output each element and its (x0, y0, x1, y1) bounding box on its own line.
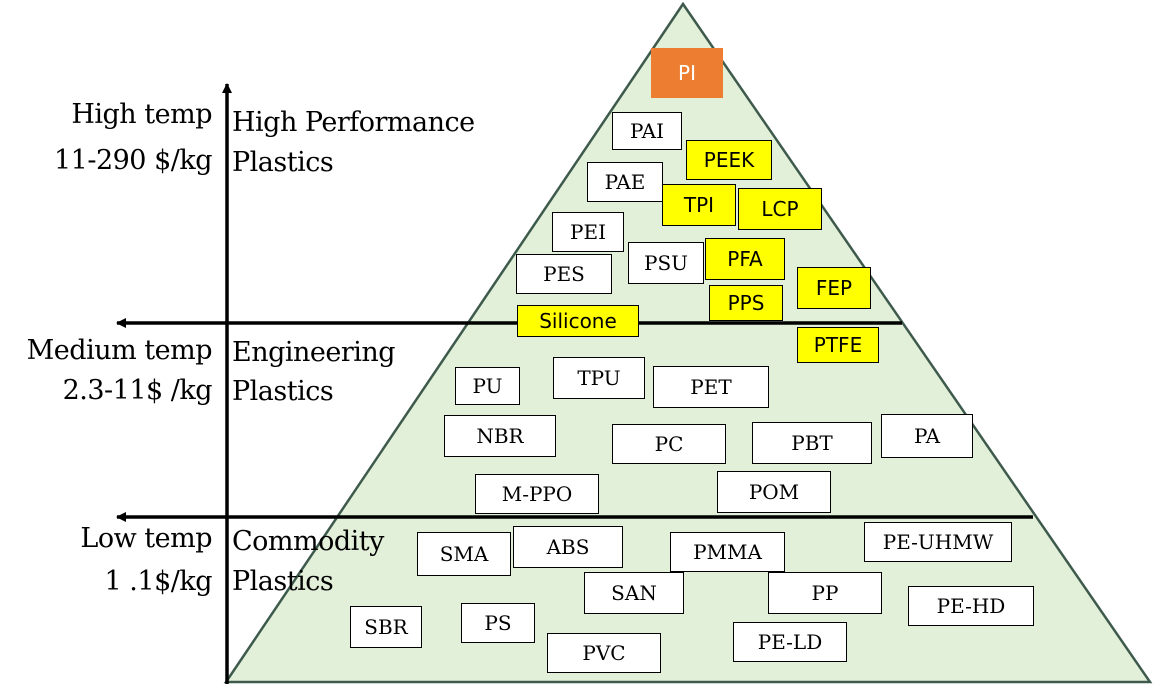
material-box-pai: PAI (612, 112, 682, 150)
material-box-psu: PSU (628, 242, 704, 284)
material-box-sbr: SBR (350, 606, 422, 648)
material-box-abs: ABS (513, 526, 623, 568)
material-box-lcp: LCP (738, 188, 822, 230)
material-box-tpu: TPU (553, 357, 645, 399)
material-box-sma: SMA (417, 532, 511, 576)
material-box-tpi: TPI (662, 184, 736, 226)
material-box-pom: POM (717, 471, 831, 513)
material-box-pe-ld: PE-LD (733, 622, 847, 662)
material-box-pfa: PFA (705, 238, 785, 280)
engineering-label: Engineering (232, 337, 396, 368)
material-box-pei: PEI (552, 212, 624, 252)
material-box-pe-hd: PE-HD (908, 586, 1034, 626)
material-box-pp: PP (768, 572, 882, 614)
high-performance-label-line2: Plastics (232, 147, 334, 178)
medium-temp-label: Medium temp (26, 335, 213, 366)
commodity-label: Commodity (232, 526, 384, 557)
material-box-pps: PPS (709, 285, 783, 321)
material-box-pae: PAE (587, 162, 663, 202)
material-box-pi: PI (651, 48, 723, 98)
material-box-ptfe: PTFE (797, 327, 879, 363)
material-box-pvc: PVC (547, 633, 661, 673)
material-box-ps: PS (461, 603, 535, 643)
material-box-nbr: NBR (444, 415, 556, 457)
high-temp-label: High temp (71, 99, 212, 130)
engineering-label-line2: Plastics (232, 376, 334, 407)
material-box-m-ppo: M-PPO (475, 474, 599, 514)
material-box-pbt: PBT (752, 422, 872, 464)
material-box-peek: PEEK (686, 140, 772, 180)
material-box-silicone: Silicone (517, 305, 639, 337)
material-box-pes: PES (516, 254, 612, 294)
low-temp-label: Low temp (80, 523, 212, 554)
material-box-pa: PA (881, 414, 973, 458)
material-box-pe-uhmw: PE-UHMW (864, 522, 1012, 562)
material-box-fep: FEP (797, 267, 871, 309)
material-box-pet: PET (653, 366, 769, 408)
material-box-san: SAN (584, 572, 684, 614)
pyramid-triangle (223, 1, 1153, 684)
medium-price-label: 2.3-11$ /kg (62, 375, 213, 406)
material-box-pu: PU (455, 367, 520, 405)
material-box-pmma: PMMA (670, 532, 785, 572)
commodity-label-line2: Plastics (232, 566, 334, 597)
low-price-label: 1 .1$/kg (104, 566, 213, 597)
material-box-pc: PC (612, 424, 726, 464)
high-performance-label: High Performance (232, 107, 475, 138)
high-price-label: 11-290 $/kg (53, 145, 213, 176)
